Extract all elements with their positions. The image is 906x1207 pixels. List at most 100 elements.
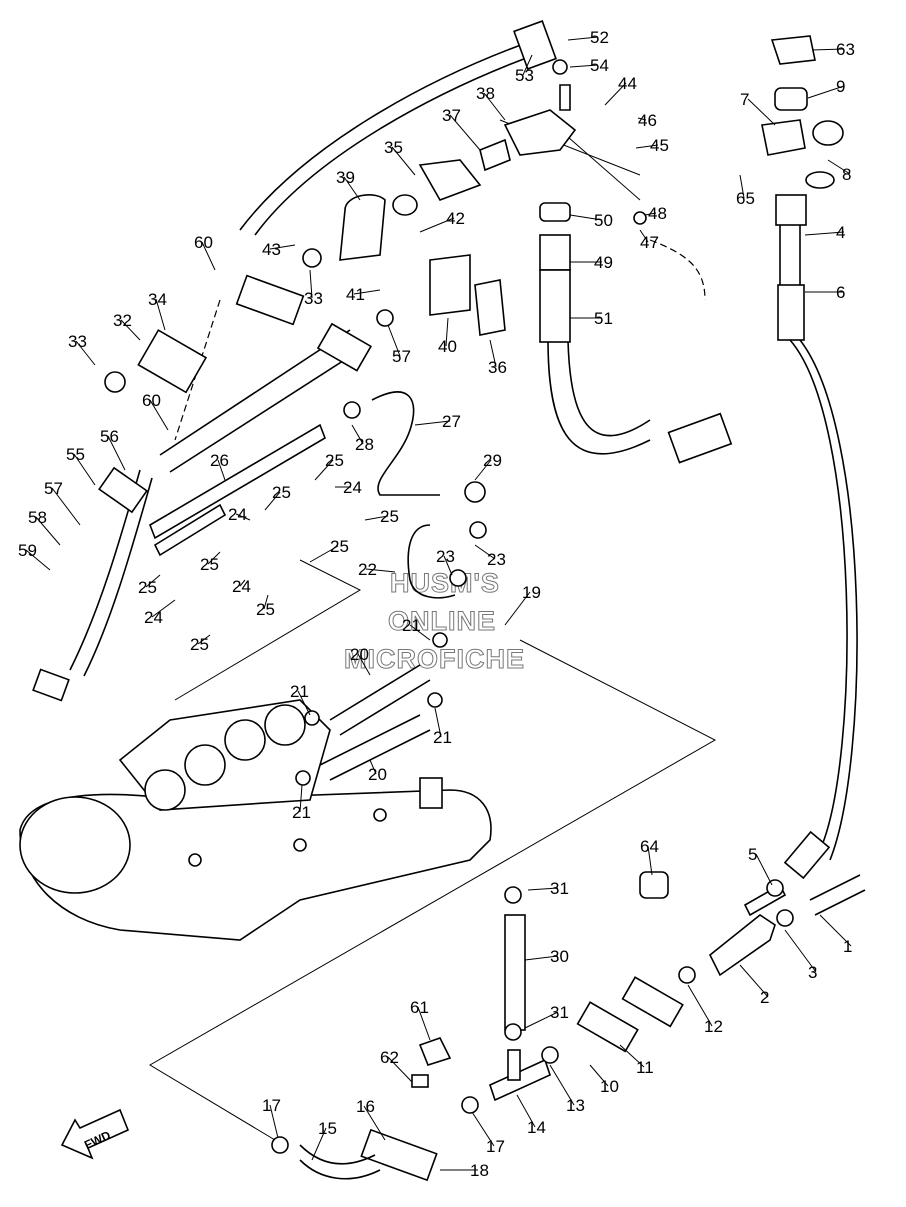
callout-leader-25: [264, 491, 281, 511]
callout-62: 62: [380, 1048, 399, 1067]
callout-leader-23: [474, 544, 496, 560]
callout-24: 24: [343, 478, 362, 497]
clamps: [104, 59, 794, 1154]
callout-leader-16: [363, 1105, 386, 1141]
callout-25: 25: [138, 578, 157, 597]
callout-36: 36: [488, 358, 507, 377]
callout-leader-4: [804, 231, 845, 236]
callout-leader-36: [489, 339, 497, 368]
y-joint: [708, 883, 787, 977]
callout-55: 55: [66, 445, 85, 464]
callout-13: 13: [566, 1096, 585, 1115]
callout-leader-10: [589, 1064, 609, 1087]
callout-leader-21: [299, 784, 303, 813]
callout-leader-12: [687, 984, 713, 1027]
callout-48: 48: [648, 204, 667, 223]
callout-leader-3: [784, 929, 817, 973]
callout-25: 25: [272, 483, 291, 502]
callout-leader-29: [474, 459, 492, 481]
callout-25: 25: [190, 635, 209, 654]
callout-30: 30: [550, 947, 569, 966]
callout-labels: 1234567891011121314151617171819202021212…: [18, 28, 855, 1180]
callout-21: 21: [433, 728, 452, 747]
watermark-line-3: MICROFICHE: [344, 644, 525, 674]
callout-leader-58: [35, 516, 61, 546]
callout-leader-31: [527, 887, 559, 891]
filler-assembly: [761, 35, 844, 226]
callout-leader-5: [755, 853, 773, 886]
callout-leader-41: [353, 289, 381, 295]
callout-40: 40: [438, 337, 457, 356]
callout-leader-39: [343, 176, 361, 201]
callout-17: 17: [262, 1096, 281, 1115]
callout-leader-50: [569, 214, 603, 221]
callout-5: 5: [748, 845, 757, 864]
callout-41: 41: [346, 285, 365, 304]
callout-leader-35: [391, 146, 416, 176]
rail: [149, 423, 326, 557]
callout-25: 25: [325, 451, 344, 470]
callout-leader-14: [516, 1094, 536, 1128]
callout-leader-30: [524, 955, 559, 961]
callout-leader-32: [120, 319, 141, 341]
engine-block: [19, 699, 492, 941]
callout-leader-44: [604, 82, 627, 106]
callout-leader-54: [569, 64, 599, 68]
callout-leader-24: [151, 599, 176, 618]
callout-leader-33: [75, 340, 96, 366]
callout-47: 47: [640, 233, 659, 252]
callout-leader-21: [409, 624, 431, 641]
callout-58: 58: [28, 508, 47, 527]
watermark-line-1: HUSM'S: [390, 568, 500, 598]
callout-60: 60: [194, 233, 213, 252]
callout-33: 33: [304, 289, 323, 308]
callout-leader-24: [235, 513, 251, 521]
callout-leader-43: [269, 244, 296, 250]
callout-45: 45: [650, 136, 669, 155]
callout-7: 7: [740, 90, 749, 109]
callout-29: 29: [483, 451, 502, 470]
callout-60: 60: [142, 391, 161, 410]
callout-51: 51: [594, 309, 613, 328]
callout-leader-25: [207, 551, 221, 565]
callout-leader-28: [351, 424, 364, 445]
callout-leader-31: [524, 1011, 559, 1029]
callout-leader-26: [217, 459, 226, 481]
callout-leader-64: [647, 845, 653, 876]
callout-leader-22: [365, 568, 396, 573]
callout-21: 21: [290, 682, 309, 701]
callout-32: 32: [113, 311, 132, 330]
watermark-line-2: ONLINE: [388, 606, 496, 636]
callout-leader-25: [314, 459, 334, 481]
callout-leader-34: [155, 298, 166, 331]
callout-leader-48: [644, 212, 657, 216]
callout-31: 31: [550, 1003, 569, 1022]
callout-leader-33: [309, 269, 313, 299]
callout-leader-25: [263, 594, 269, 610]
callout-65: 65: [736, 189, 755, 208]
callout-11: 11: [636, 1058, 654, 1077]
callout-56: 56: [100, 427, 119, 446]
callout-10: 10: [600, 1077, 619, 1096]
callout-leader-57: [387, 324, 401, 357]
callout-1: 1: [843, 937, 852, 956]
callout-leader-15: [311, 1127, 327, 1161]
callout-leader-23: [443, 555, 453, 576]
callout-25: 25: [330, 537, 349, 556]
callout-leader-21: [434, 707, 442, 738]
callout-2: 2: [760, 988, 769, 1007]
callout-63: 63: [836, 40, 855, 59]
straight-hoses: [299, 195, 866, 1180]
callout-leader-17: [269, 1104, 279, 1139]
callout-leader-42: [419, 217, 455, 233]
callout-53: 53: [515, 66, 534, 85]
callout-leader-11: [619, 1044, 645, 1068]
callout-leader-25: [145, 574, 161, 588]
callout-50: 50: [594, 211, 613, 230]
callout-leader-63: [811, 48, 845, 51]
callout-leader-20: [369, 759, 377, 775]
callout-21: 21: [292, 803, 311, 822]
callout-leader-7: [747, 98, 776, 126]
callout-leader-45: [635, 144, 659, 149]
callout-38: 38: [476, 84, 495, 103]
